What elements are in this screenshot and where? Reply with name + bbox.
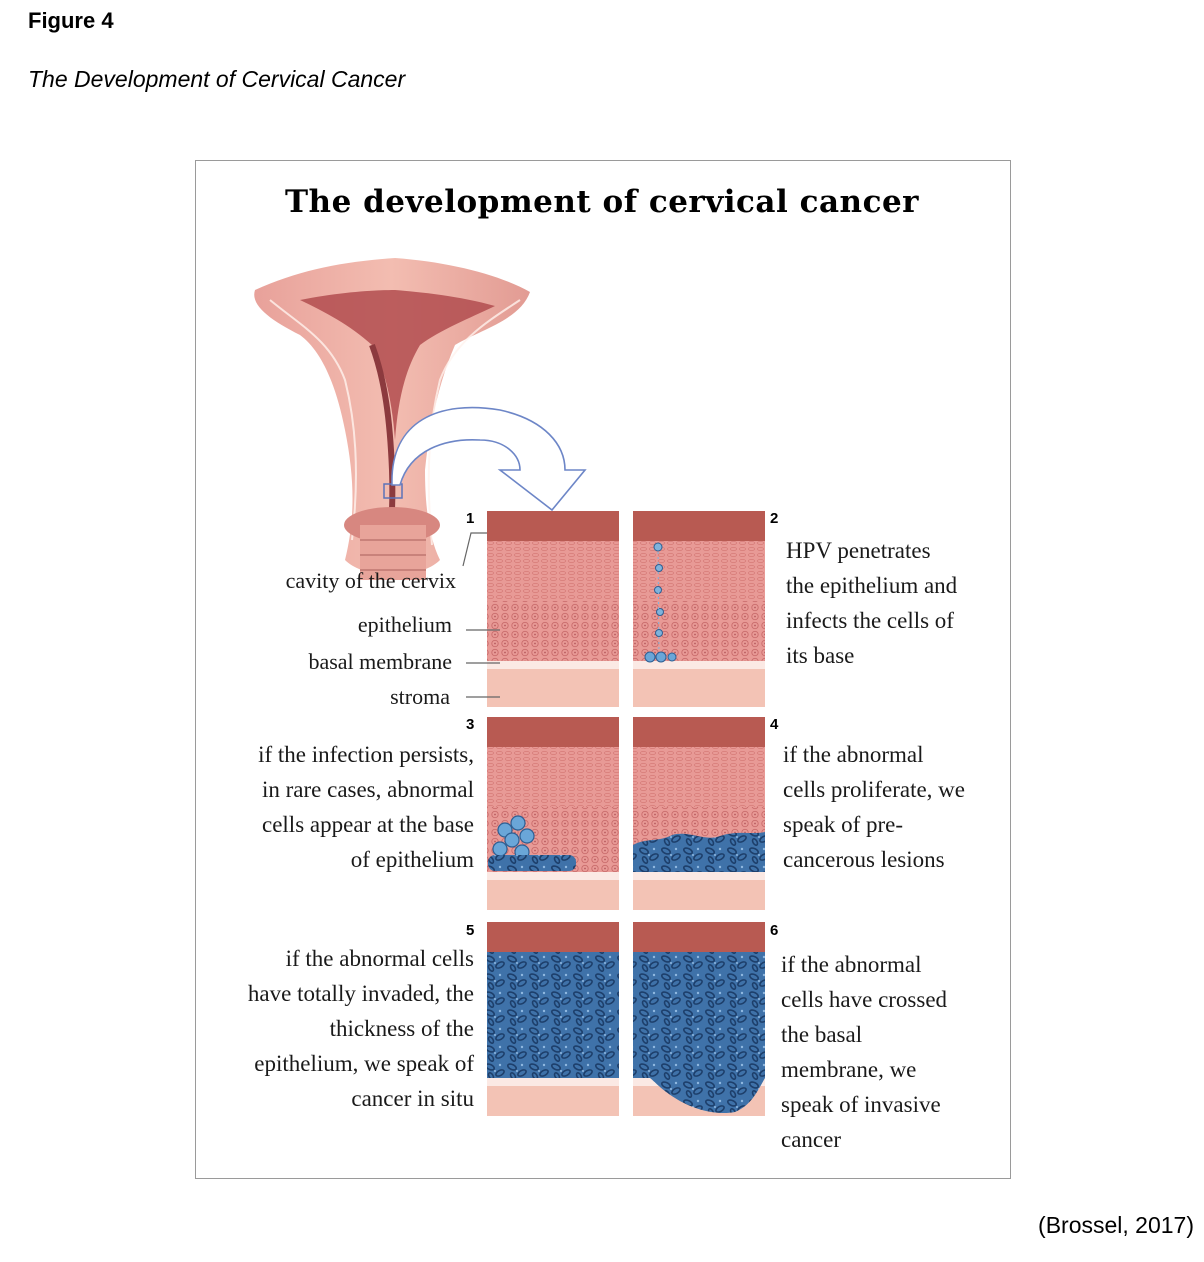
abnormal-cell-cluster (488, 815, 576, 871)
step-number-1: 1 (466, 510, 475, 527)
step-3-text: if the infection persists, in rare cases… (258, 742, 474, 872)
step-number-4: 4 (770, 716, 779, 733)
step-5-text: if the abnormal cells have totally invad… (247, 946, 474, 1111)
panel-3 (487, 717, 619, 910)
zoom-arrow (391, 406, 587, 512)
label-epithelium: epithelium (357, 612, 452, 637)
panel-5 (487, 922, 619, 1116)
uterus-illustration (254, 258, 530, 580)
figure-label: Figure 4 (28, 8, 114, 33)
step-number-6: 6 (770, 922, 779, 939)
diagram-title: The development of cervical cancer (284, 184, 920, 220)
step-number-5: 5 (466, 922, 475, 939)
label-basal-membrane: basal membrane (308, 649, 452, 674)
label-cavity: cavity of the cervix (285, 568, 456, 593)
step-2-text: HPV penetrates the epithelium and infect… (786, 538, 958, 668)
label-stroma: stroma (390, 684, 450, 709)
step-6-text: if the abnormal cells have crossed the b… (781, 952, 948, 1152)
label-leader-lines (462, 532, 500, 698)
panel-1 (487, 511, 619, 707)
figure-caption: The Development of Cervical Cancer (28, 66, 406, 92)
panel-4 (633, 717, 765, 910)
step-number-2: 2 (770, 510, 779, 527)
panel-2 (633, 511, 765, 707)
panel-6 (633, 922, 765, 1116)
step-number-3: 3 (466, 716, 475, 733)
hpv-virus-track (644, 542, 677, 663)
source-citation: (Brossel, 2017) (1038, 1212, 1194, 1238)
step-4-text: if the abnormal cells proliferate, we sp… (783, 742, 965, 872)
